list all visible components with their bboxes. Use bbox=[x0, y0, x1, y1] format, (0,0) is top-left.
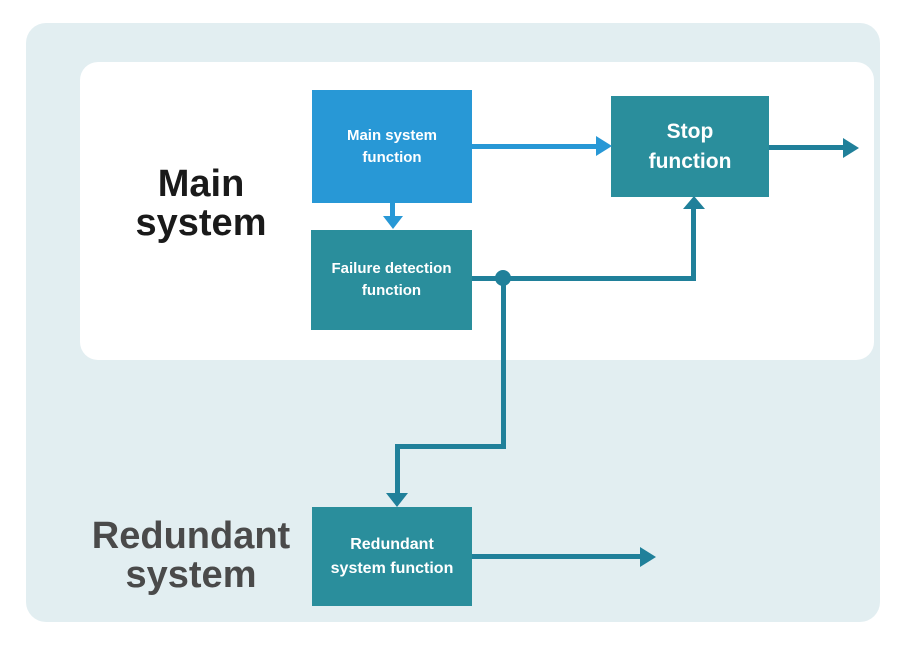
arrow-main-to-stop-head-icon bbox=[596, 136, 612, 156]
main-system-function-node: Main system function bbox=[312, 90, 472, 203]
connector-failure-to-stop-vertical bbox=[691, 209, 696, 281]
redundant-system-group-label: Redundant system bbox=[91, 515, 291, 597]
arrow-main-to-failure-stem bbox=[390, 203, 395, 217]
connector-failure-to-redundant-horizontal bbox=[395, 444, 506, 449]
arrow-stop-output-head-icon bbox=[843, 138, 859, 158]
diagram-background-panel: Main system Redundant system Main system… bbox=[26, 23, 880, 622]
connector-failure-to-stop-horizontal bbox=[472, 276, 696, 281]
connector-failure-to-stop-head-icon bbox=[683, 196, 705, 209]
connector-failure-to-redundant-head-icon bbox=[386, 493, 408, 507]
failure-detection-function-node: Failure detection function bbox=[311, 230, 472, 330]
arrow-main-to-stop-stem bbox=[472, 144, 598, 149]
connector-failure-to-redundant-vertical-2 bbox=[395, 444, 400, 494]
connector-failure-to-redundant-vertical-1 bbox=[501, 278, 506, 449]
arrow-redundant-output-stem bbox=[472, 554, 641, 559]
arrow-stop-output-stem bbox=[769, 145, 844, 150]
main-system-group-label: Main system bbox=[135, 163, 267, 245]
arrow-redundant-output-head-icon bbox=[640, 547, 656, 567]
stop-function-node: Stop function bbox=[611, 96, 769, 197]
arrow-main-to-failure-head-icon bbox=[383, 216, 403, 229]
redundant-system-function-node: Redundant system function bbox=[312, 507, 472, 606]
